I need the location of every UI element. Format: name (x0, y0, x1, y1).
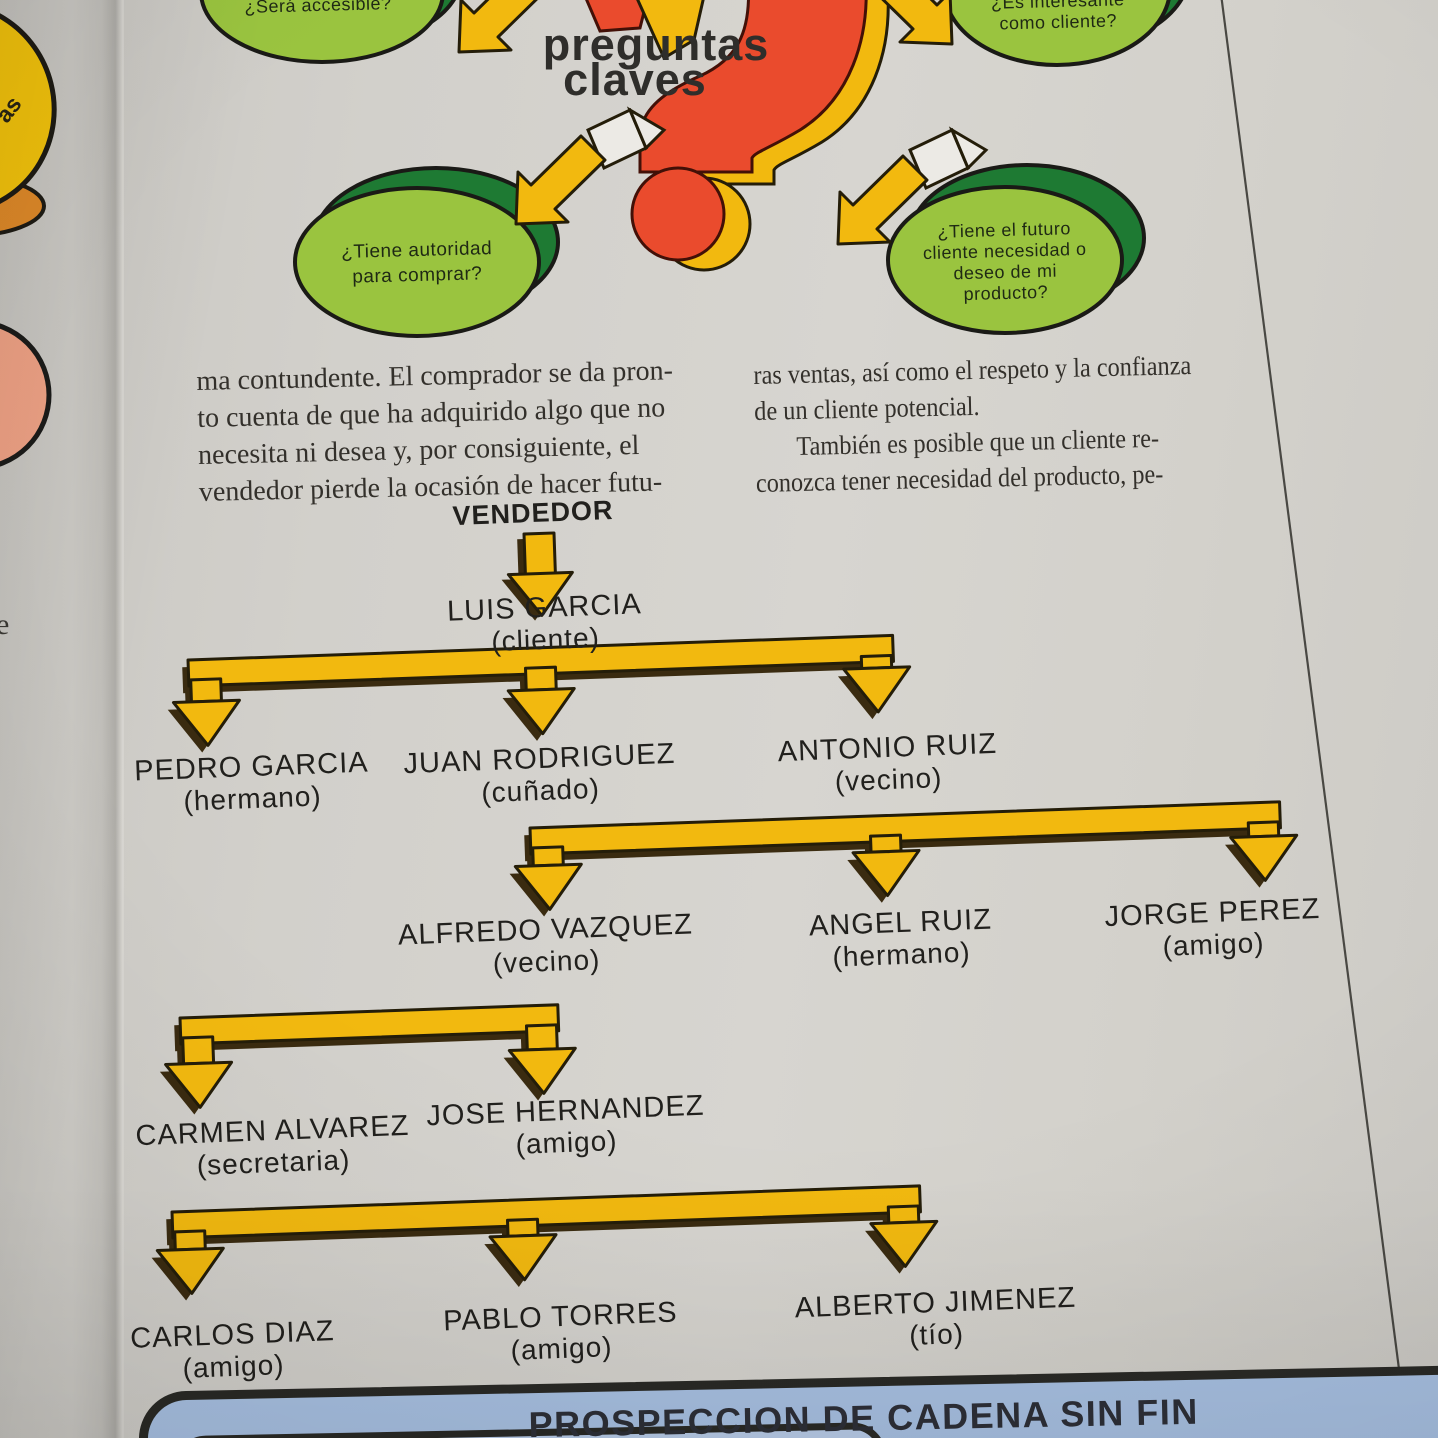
tree-node: JUAN RODRIGUEZ(cuñado) (402, 737, 676, 809)
tree-node: PEDRO GARCIA(hermano) (133, 746, 370, 817)
adjacent-page-shapes (0, 0, 57, 467)
key-questions-title-line2: claves (563, 54, 707, 105)
question-mark-graphic (585, 0, 890, 272)
tree-node: ANTONIO RUIZ(vecino) (777, 727, 998, 798)
tree-node: JORGE PEREZ(amigo) (1104, 892, 1321, 962)
connector-bracket-level5 (151, 1184, 939, 1301)
chain-prospecting-title: PROSPECCION DE CADENA SIN FIN (528, 1390, 1200, 1438)
bubble-shapes (199, 0, 1184, 338)
bubble-text: ¿Tiene el futuro cliente necesidad o des… (922, 218, 1087, 305)
tree-node: ALFREDO VAZQUEZ(vecino) (397, 908, 694, 980)
connector-bracket-level2 (167, 633, 912, 753)
article-left-column: ma contundente. El comprador se da pron-… (196, 352, 676, 511)
red-arrow-fragment (585, 0, 649, 33)
tree-node: JOSE HERNANDEZ(amigo) (425, 1089, 706, 1160)
key-questions-title-line1: preguntas (542, 19, 770, 70)
bubble-text: ¿Es interesante como cliente? (990, 0, 1125, 34)
tree-node: PABLO TORRES(amigo) (442, 1296, 679, 1366)
bubble-tiene-autoridad (293, 166, 560, 338)
vendedor-down-arrow (501, 531, 574, 621)
tree-node: ALBERTO JIMENEZ(tío) (794, 1281, 1077, 1352)
edge-text-fragment: e (0, 608, 10, 641)
connector-bracket-level3 (509, 800, 1299, 917)
yellow-arrow-fragment (636, 0, 705, 61)
partial-pink-circle (0, 323, 52, 467)
tree-node: CARLOS DIAZ(amigo) (129, 1315, 336, 1384)
connector-bracket-level4 (159, 1003, 577, 1115)
bubble-text: ¿Tiene autoridad para comprar? (340, 238, 493, 288)
frame-right-border (1220, 0, 1405, 1401)
bubble-sera-accesible (199, 0, 456, 64)
bubble-es-interesante (943, 0, 1184, 67)
tree-root-vendedor: VENDEDOR (451, 494, 615, 532)
partial-yellow-blob (0, 0, 57, 216)
tree-connectors (151, 633, 1299, 1301)
article-right-column: ras ventas, así como el respeto y la con… (753, 347, 1194, 501)
adjacent-page-fold (0, 0, 124, 1438)
tree-node-client: LUIS GARCIA(cliente) (446, 588, 643, 658)
tree-node: CARMEN ALVAREZ(secretaria) (134, 1109, 410, 1181)
tree-node: ANGEL RUIZ(hermano) (808, 903, 993, 973)
question-dot (630, 166, 726, 262)
bubble-tiene-necesidad (886, 163, 1146, 335)
question-mark-hook (638, 0, 868, 174)
